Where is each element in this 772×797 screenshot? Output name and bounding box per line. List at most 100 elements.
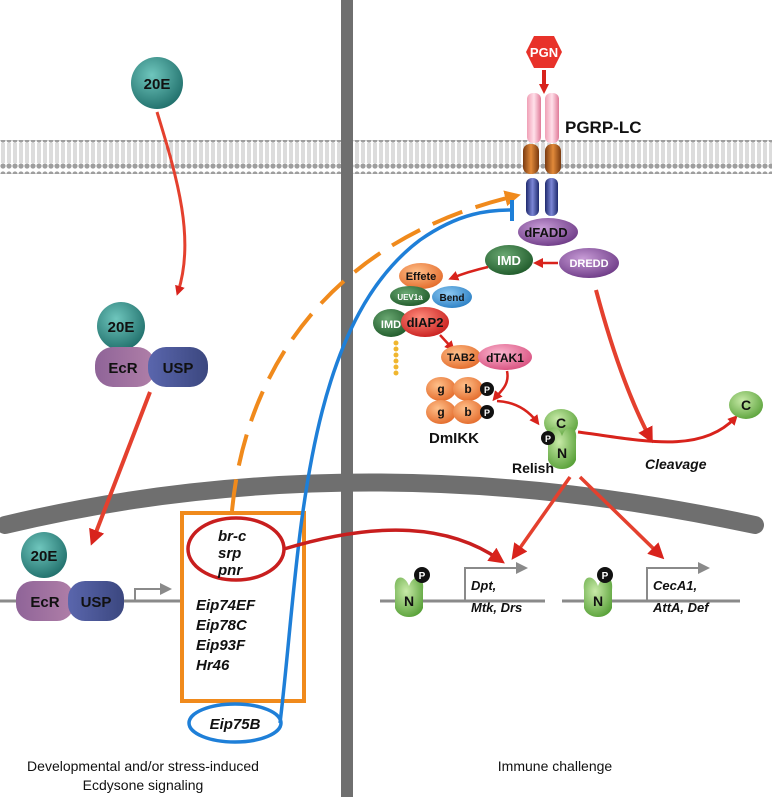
receptor-translocation-arrow [89, 391, 152, 546]
gene-hr46: Hr46 [196, 657, 230, 674]
dredd-label: DREDD [569, 258, 608, 270]
transcription-start-dpt [464, 562, 528, 601]
tab2-label: TAB2 [447, 352, 475, 364]
dredd [559, 248, 619, 278]
gene-eip93f: Eip93F [196, 637, 246, 654]
dtak1-to-ikk-arrow [492, 370, 509, 402]
dfadd-label: dFADD [524, 225, 567, 240]
cleavage-arrow [577, 415, 738, 444]
genes-dpt-line2: Mtk, Drs [471, 600, 522, 615]
imd-diap2-complex [373, 309, 409, 337]
relish-n-nuclear-1-phospho-label: P [419, 571, 426, 582]
cleaved-c-label: C [741, 397, 751, 413]
receptor-usp-bottom [68, 581, 124, 621]
relish-phospho-label: P [545, 434, 551, 444]
gene-srp: srp [218, 545, 241, 562]
relish-n-nuclear-2 [583, 577, 613, 617]
imd-2-label: IMD [381, 319, 401, 331]
diap2 [401, 307, 449, 337]
imd-1-label: IMD [497, 253, 521, 268]
ikk-beta-1-label: b [464, 382, 471, 396]
dmikk-label: DmIKK [429, 430, 479, 447]
dfadd [518, 218, 578, 246]
relish-n-nuclear-1 [394, 577, 424, 617]
pgrp-lc-label: PGRP-LC [565, 118, 642, 137]
receptor-ecr-bottom-label: EcR [30, 594, 59, 611]
transcription-start-left [134, 583, 172, 601]
eip75b-inhibition-line [278, 208, 513, 724]
dtak1 [478, 344, 532, 370]
panel-divider [341, 0, 353, 797]
relish-label: Relish [512, 460, 554, 476]
effete-label: Effete [406, 271, 437, 283]
gene-eip74ef: Eip74EF [196, 597, 256, 614]
hormone-20e-mid [97, 302, 145, 350]
ubiquitin-chain [393, 340, 399, 376]
pgrp-lc-cyto-2 [545, 178, 558, 216]
nuclear-envelope [0, 473, 764, 534]
relish-n-nuclear-2-label: N [593, 593, 603, 609]
receptor-usp-bottom-label: USP [81, 594, 112, 611]
imd-receptor-complex [485, 245, 533, 275]
gene-eip75b: Eip75B [210, 716, 261, 733]
hormone-20e-bottom-label: 20E [31, 548, 58, 565]
cleavage-label: Cleavage [645, 456, 707, 472]
ikk-phospho-2-label: P [484, 408, 490, 418]
transcription-start-ceca1 [646, 562, 710, 601]
genes-ceca1-line2: AttA, Def [652, 600, 710, 615]
relish-c-label: C [556, 415, 566, 431]
hormone-entry-arrow [155, 111, 187, 296]
pgrp-lc-cyto-1 [526, 178, 539, 216]
ikk-gamma-1 [426, 377, 456, 401]
ecdysone-to-pgrp-activation [230, 190, 521, 512]
pgrp-lc-tm-2 [545, 144, 561, 174]
left-caption-line2: Ecdysone signaling [83, 777, 204, 793]
ikk-to-relish-arrow [496, 399, 540, 426]
diap2-to-tab2-arrow [439, 334, 455, 351]
relish-to-ceca1-arrow [578, 475, 665, 560]
ikk-phospho-1-label: P [484, 385, 490, 395]
pgrp-lc-ecto-1 [527, 93, 541, 143]
receptor-ecr-mid-label: EcR [108, 360, 137, 377]
left-caption-line1: Developmental and/or stress-induced [27, 758, 259, 774]
ikk-phospho-1 [480, 382, 494, 396]
right-caption: Immune challenge [498, 758, 613, 774]
receptor-ecr-bottom [16, 581, 74, 621]
ikk-beta-1 [453, 377, 483, 401]
uev1a [390, 286, 430, 306]
relish-n-label: N [557, 445, 567, 461]
ikk-beta-2 [453, 400, 483, 424]
cleaved-c-fragment [729, 391, 763, 419]
relish-phospho [541, 431, 555, 445]
ikk-gamma-2 [426, 400, 456, 424]
hormone-20e-mid-label: 20E [108, 319, 135, 336]
ecdysone-target-genes-box [180, 511, 306, 703]
bend [432, 286, 472, 308]
tab2 [441, 345, 481, 369]
ikk-gamma-1-label: g [437, 382, 444, 396]
relish-n-nuclear-1-phospho [414, 567, 430, 583]
hormone-20e-bottom [21, 532, 67, 578]
dtak1-label: dTAK1 [486, 351, 524, 365]
genes-dpt-line1: Dpt, [471, 578, 496, 593]
ikk-beta-2-label: b [464, 405, 471, 419]
ikk-phospho-2 [480, 405, 494, 419]
imd-to-effete-arrow [448, 265, 489, 281]
receptor-ecr-mid [95, 347, 155, 387]
receptor-usp-mid-label: USP [163, 360, 194, 377]
pgn-ligand [526, 36, 562, 68]
relish-n-nuclear-1-label: N [404, 593, 414, 609]
ikk-gamma-2-label: g [437, 405, 444, 419]
uev1a-label: UEV1a [397, 293, 423, 302]
diap2-label: dIAP2 [407, 315, 444, 330]
pgrp-lc-ecto-2 [545, 93, 559, 143]
gene-br-c: br-c [218, 528, 247, 545]
receptor-usp-mid [148, 347, 208, 387]
gene-pnr: pnr [217, 562, 243, 579]
relish-n-nuclear-2-phospho-label: P [602, 571, 609, 582]
plasma-membrane [0, 140, 772, 174]
hormone-20e-top-label: 20E [144, 76, 171, 93]
hormone-20e-top [131, 57, 183, 109]
